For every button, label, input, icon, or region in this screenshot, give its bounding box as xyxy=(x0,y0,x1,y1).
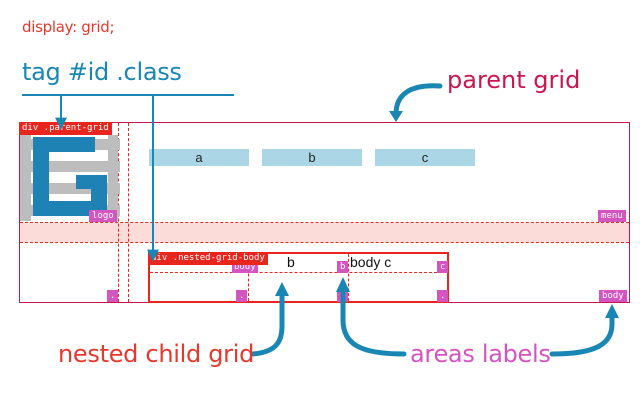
parent-grid-label: parent grid xyxy=(447,66,581,94)
nested-cell-c-text: body c xyxy=(350,254,392,270)
grid-logo-icon xyxy=(20,135,120,221)
nested-area-tag-dot: . xyxy=(437,290,449,302)
nested-area-tag-dot: . xyxy=(236,290,248,302)
grid-cell-a: a xyxy=(149,149,249,166)
legend-tag-id-class: tag #id .class xyxy=(22,58,182,86)
nested-area-tag-c: c xyxy=(437,261,449,273)
legend-underline xyxy=(22,94,234,96)
area-tag-menu: menu xyxy=(598,210,626,222)
areas-right-pointer-arrow xyxy=(549,313,615,357)
nested-child-grid-label: nested child grid xyxy=(58,340,255,368)
row-guide-line xyxy=(20,242,629,243)
nested-area-tag-b: b xyxy=(337,261,349,273)
parent-grid-pointer-arrow xyxy=(393,83,443,117)
area-tag-logo: logo xyxy=(89,210,117,222)
nested-area-tag-dot: . xyxy=(337,290,349,302)
nested-cell-b-text: b xyxy=(287,254,295,270)
grid-cell-b: b xyxy=(262,149,362,166)
nested-grid-pointer-arrow xyxy=(250,291,285,357)
display-grid-note: display: grid; xyxy=(22,18,115,36)
grid-cell-c: c xyxy=(375,149,475,166)
menu-row-band xyxy=(20,223,629,242)
nested-column-guide xyxy=(248,254,249,301)
areas-right-arrowhead xyxy=(605,304,619,318)
areas-labels-label: areas labels xyxy=(410,340,551,368)
nested-row-guide xyxy=(150,272,447,273)
area-tag-body: body xyxy=(599,290,627,302)
logo-image xyxy=(20,135,120,221)
row-guide-line xyxy=(20,222,629,223)
parent-grid-tag: div .parent-grid xyxy=(19,122,112,135)
parent-grid-arrowhead xyxy=(389,111,403,122)
column-guide-line xyxy=(128,123,129,302)
nested-grid-tag: div .nested-grid-body xyxy=(148,252,268,265)
area-tag-dot: . xyxy=(107,290,119,302)
